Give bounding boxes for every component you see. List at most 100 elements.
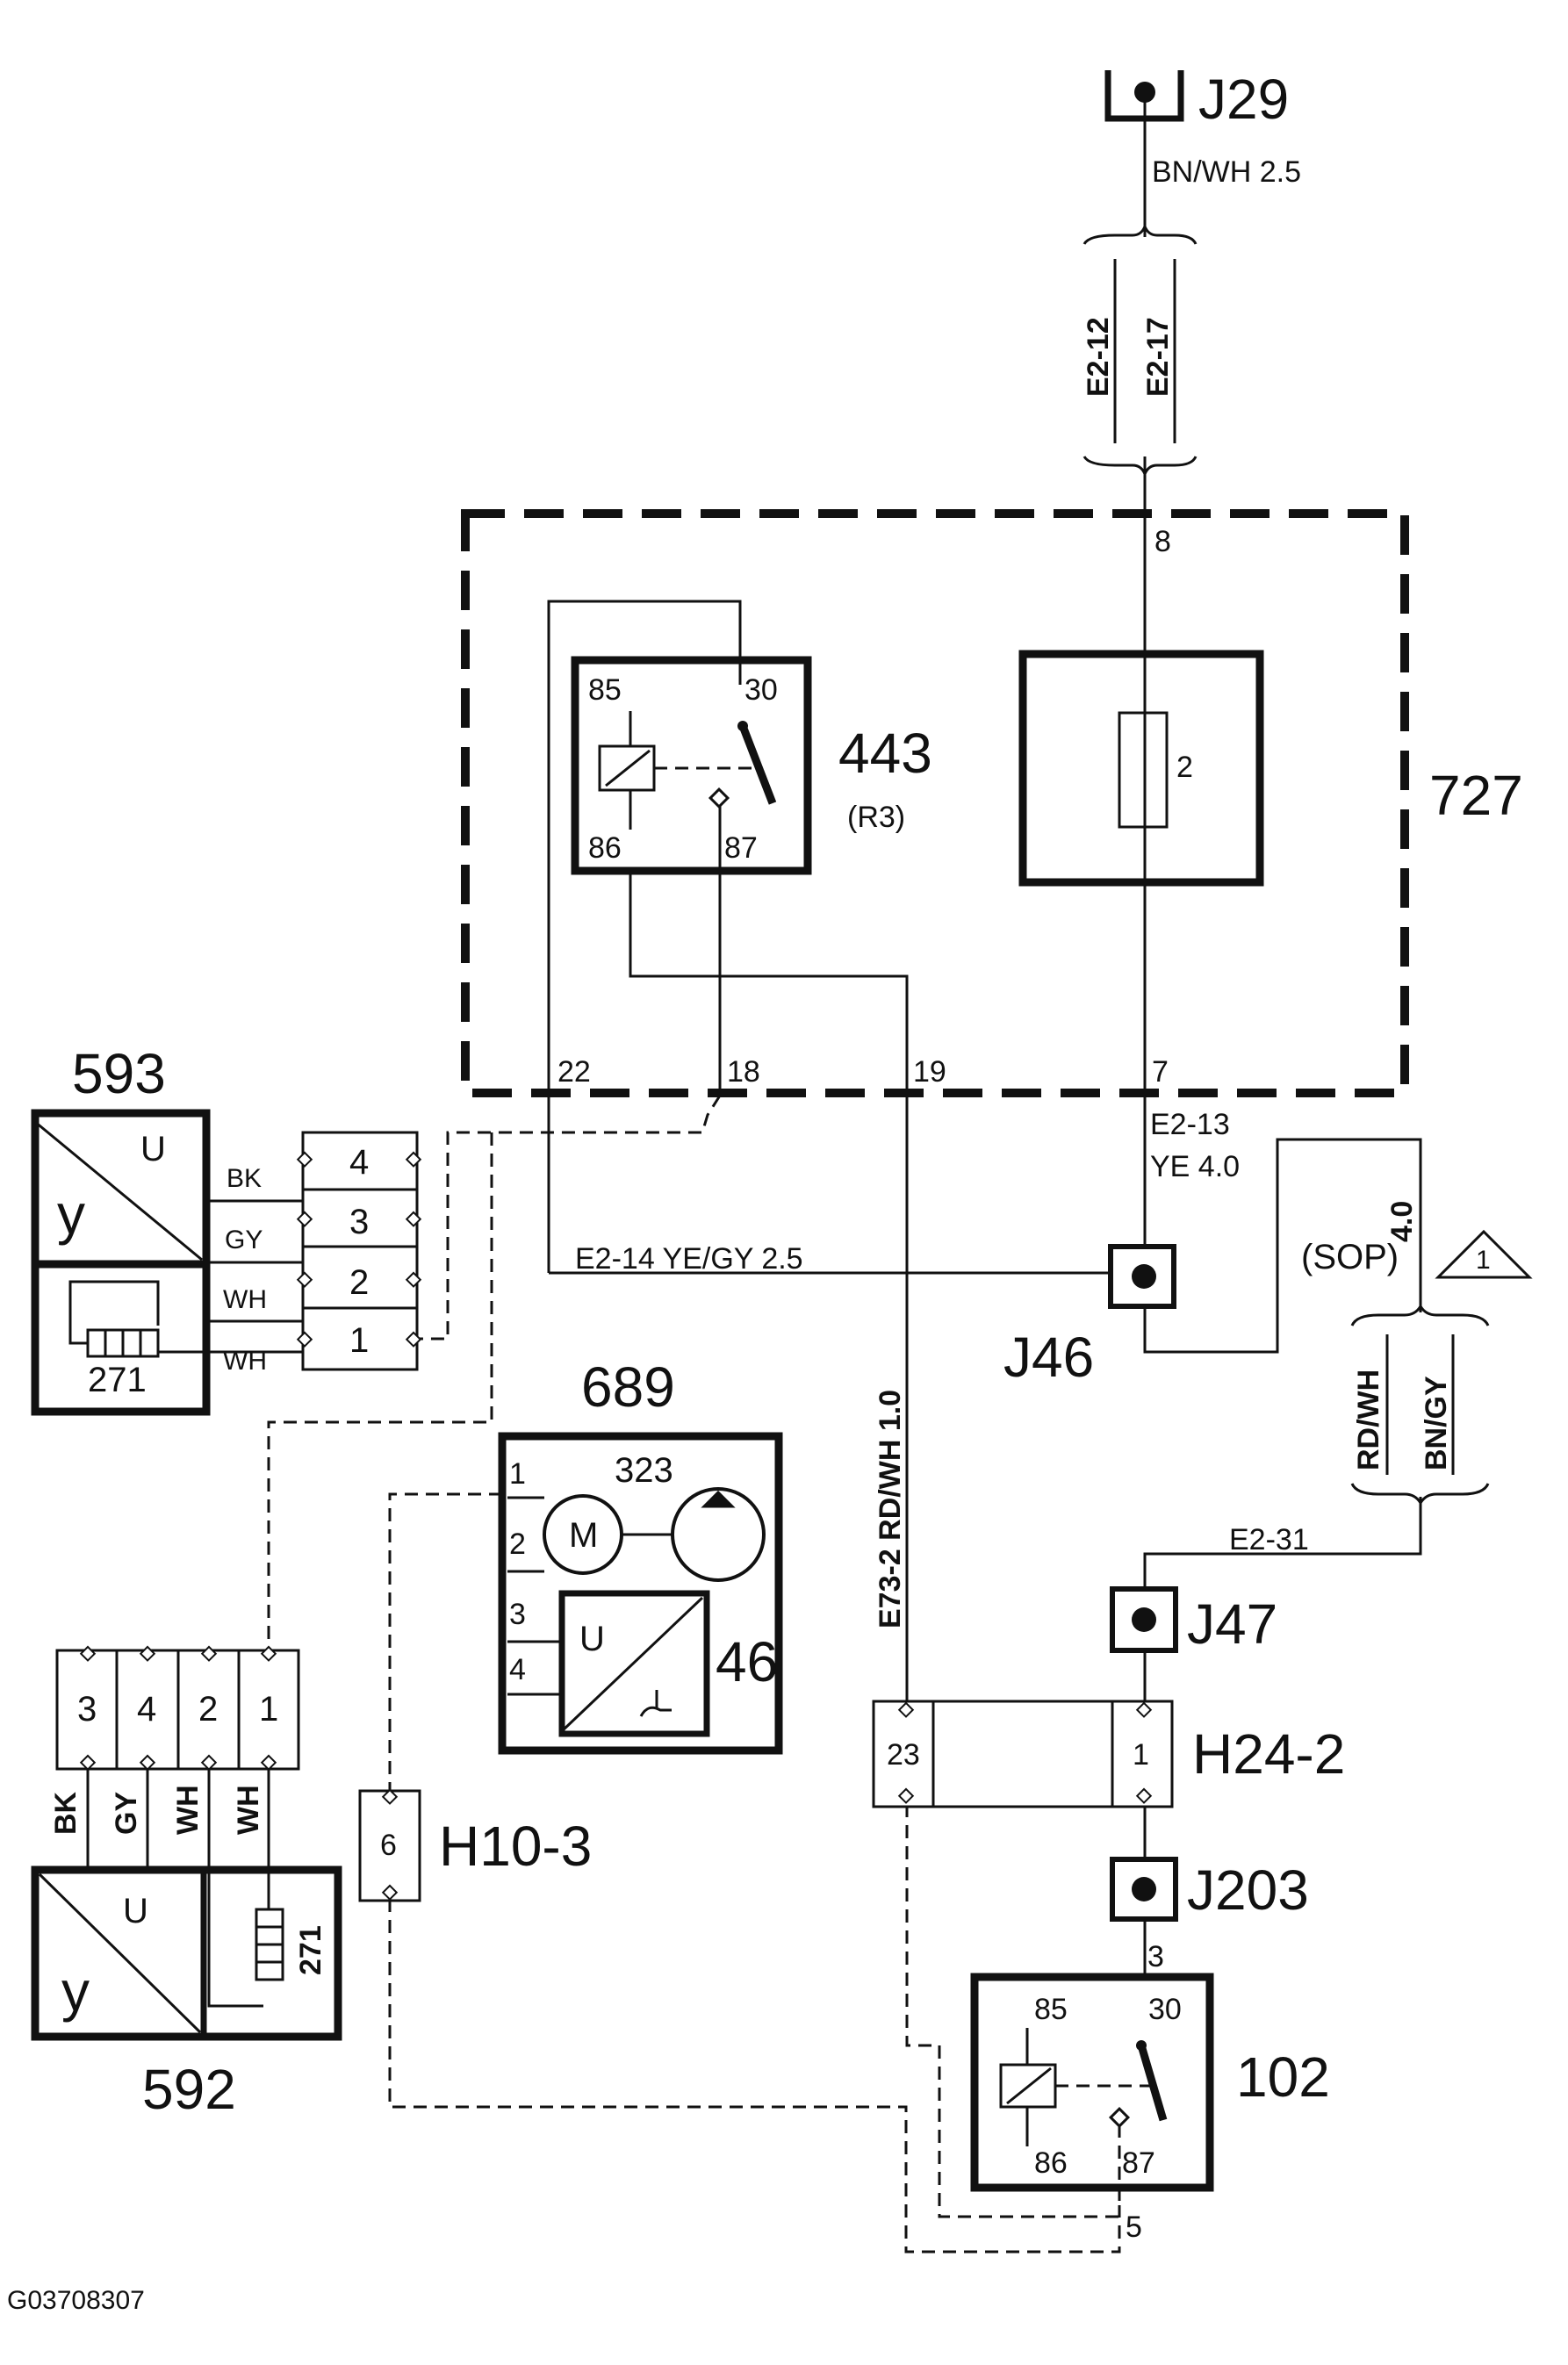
label-593-u: U bbox=[140, 1130, 166, 1168]
label-592-u: U bbox=[123, 1892, 148, 1930]
dashed-wires bbox=[267, 1095, 1121, 2254]
sop-area: 4.0 (SOP) 1 RD/WH BN/GY E2-31 bbox=[1229, 1201, 1533, 1556]
label-h24-2: H24-2 bbox=[1192, 1722, 1345, 1786]
solid-wires bbox=[68, 101, 1422, 2008]
h24-pin-1: 1 bbox=[1133, 1738, 1149, 1772]
label-j29: J29 bbox=[1198, 68, 1289, 131]
conn-592-pin-3: 3 bbox=[77, 1690, 97, 1729]
conn-592-pin-1: 1 bbox=[259, 1690, 278, 1729]
wire-j29: BN/WH 2.5 bbox=[1152, 155, 1301, 189]
label-e2-17: E2-17 bbox=[1141, 317, 1175, 397]
color-bk: BK bbox=[227, 1164, 262, 1193]
connector-h24-2: 23 1 H24-2 bbox=[872, 1700, 1345, 1808]
relay-443-pin-86: 86 bbox=[588, 831, 622, 865]
connector-592: 3 4 2 1 bbox=[55, 1645, 300, 1771]
label-443-sub: (R3) bbox=[847, 801, 905, 834]
relay-443-pin-30: 30 bbox=[744, 673, 778, 707]
pin-689-3: 3 bbox=[509, 1598, 526, 1631]
conn-592-pin-2: 2 bbox=[198, 1690, 218, 1729]
wire-e2-13: E2-13 bbox=[1150, 1108, 1230, 1141]
pin-7: 7 bbox=[1152, 1055, 1169, 1089]
label-46: 46 bbox=[716, 1630, 778, 1693]
vcolor-bk: BK bbox=[49, 1791, 83, 1835]
label-h10-3: H10-3 bbox=[439, 1815, 592, 1878]
wire-e73-2: E73-2 RD/WH 1.0 bbox=[874, 1390, 907, 1628]
diagram-code: G03708307 bbox=[7, 2286, 145, 2315]
label-j203: J203 bbox=[1187, 1858, 1309, 1922]
relay-102-pin-85: 85 bbox=[1034, 1993, 1068, 2026]
h10-pin-6: 6 bbox=[380, 1829, 397, 1862]
motor-icon bbox=[543, 1494, 623, 1575]
label-689-u: U bbox=[579, 1620, 605, 1658]
label-592: 592 bbox=[142, 2058, 236, 2121]
label-rdwh: RD/WH bbox=[1352, 1369, 1385, 1470]
label-443: 443 bbox=[838, 722, 932, 785]
wire-ye-4: YE 4.0 bbox=[1150, 1150, 1240, 1183]
pump-icon bbox=[671, 1487, 766, 1582]
pin-689-2: 2 bbox=[509, 1528, 526, 1561]
bundle-e2-12-17: E2-12 E2-17 bbox=[1082, 222, 1198, 478]
conn-592-pin-4: 4 bbox=[137, 1690, 156, 1729]
conn-593-pin-2: 2 bbox=[349, 1263, 369, 1302]
conn-593-pin-1: 1 bbox=[349, 1321, 369, 1360]
h24-pin-23: 23 bbox=[887, 1738, 920, 1772]
fuse-number: 2 bbox=[1176, 751, 1193, 784]
connector-h10-3: 6 H10-3 bbox=[358, 1788, 592, 1902]
sensor-icon bbox=[639, 1690, 672, 1717]
label-j46: J46 bbox=[1003, 1326, 1094, 1389]
label-727: 727 bbox=[1429, 764, 1523, 827]
label-592-y: y bbox=[61, 1959, 90, 2023]
label-271-b: 271 bbox=[294, 1925, 327, 1975]
pin-689-1: 1 bbox=[509, 1457, 526, 1491]
relay-102-pin-30: 30 bbox=[1148, 1993, 1182, 2026]
conn-593-pin-4: 4 bbox=[349, 1143, 369, 1182]
label-593-y: y bbox=[57, 1182, 85, 1246]
conn-593-pin-3: 3 bbox=[349, 1203, 369, 1241]
pin-8: 8 bbox=[1154, 525, 1171, 558]
vcolor-wh-2: WH bbox=[232, 1785, 265, 1835]
connector-593: 4 3 2 1 bbox=[296, 1131, 422, 1371]
module-592: U y 271 592 bbox=[31, 1865, 342, 2121]
connector-j47: J47 bbox=[1110, 1586, 1277, 1656]
warning-number: 1 bbox=[1476, 1246, 1491, 1275]
fuse-block: 2 bbox=[1018, 650, 1264, 887]
pin-5-relay-102: 5 bbox=[1126, 2210, 1142, 2244]
wire-e2-14: E2-14 YE/GY 2.5 bbox=[575, 1242, 803, 1276]
vcolor-gy: GY bbox=[110, 1792, 143, 1835]
label-271-a: 271 bbox=[88, 1361, 147, 1399]
pin-18: 18 bbox=[727, 1055, 760, 1089]
connector-j203: J203 3 bbox=[1110, 1857, 1309, 1973]
fuse-icon bbox=[1118, 711, 1169, 829]
module-593: 593 U y 271 bbox=[31, 1042, 211, 1416]
wire-4-0: 4.0 bbox=[1385, 1201, 1419, 1242]
vcolor-wh-1: WH bbox=[171, 1785, 205, 1835]
relay-443-pin-85: 85 bbox=[588, 673, 622, 707]
label-689: 689 bbox=[581, 1355, 675, 1419]
label-102: 102 bbox=[1236, 2045, 1330, 2109]
label-bngy: BN/GY bbox=[1420, 1376, 1453, 1470]
motor-label: M bbox=[569, 1516, 598, 1555]
relay-443: 85 30 86 87 443 (R3) bbox=[571, 656, 932, 875]
label-e2-12: E2-12 bbox=[1082, 317, 1115, 397]
label-j47: J47 bbox=[1187, 1592, 1277, 1656]
warning-triangle-icon bbox=[1435, 1229, 1533, 1279]
relay-443-pin-87: 87 bbox=[724, 831, 758, 865]
wire-e2-31: E2-31 bbox=[1229, 1523, 1309, 1556]
relay-102-pin-87: 87 bbox=[1122, 2146, 1155, 2180]
relay-102-pin-86: 86 bbox=[1034, 2146, 1068, 2180]
connector-j29: J29 BN/WH 2.5 bbox=[1104, 68, 1301, 189]
pin-689-4: 4 bbox=[509, 1653, 526, 1686]
label-323: 323 bbox=[615, 1451, 673, 1490]
module-689: 689 1 2 3 4 M 323 U 46 bbox=[498, 1355, 783, 1755]
color-wh-2: WH bbox=[223, 1347, 267, 1376]
connector-j46: J46 E2-13 YE 4.0 E2-14 YE/GY 2.5 bbox=[575, 1108, 1240, 1389]
label-593: 593 bbox=[72, 1042, 166, 1105]
pin-3-j203: 3 bbox=[1147, 1940, 1164, 1973]
pin-22: 22 bbox=[557, 1055, 591, 1089]
label-sop: (SOP) bbox=[1301, 1238, 1399, 1276]
pin-19: 19 bbox=[913, 1055, 946, 1089]
relay-102: 85 30 86 87 102 5 bbox=[970, 1973, 1330, 2244]
color-wh-1: WH bbox=[223, 1285, 267, 1314]
color-gy: GY bbox=[225, 1226, 263, 1254]
